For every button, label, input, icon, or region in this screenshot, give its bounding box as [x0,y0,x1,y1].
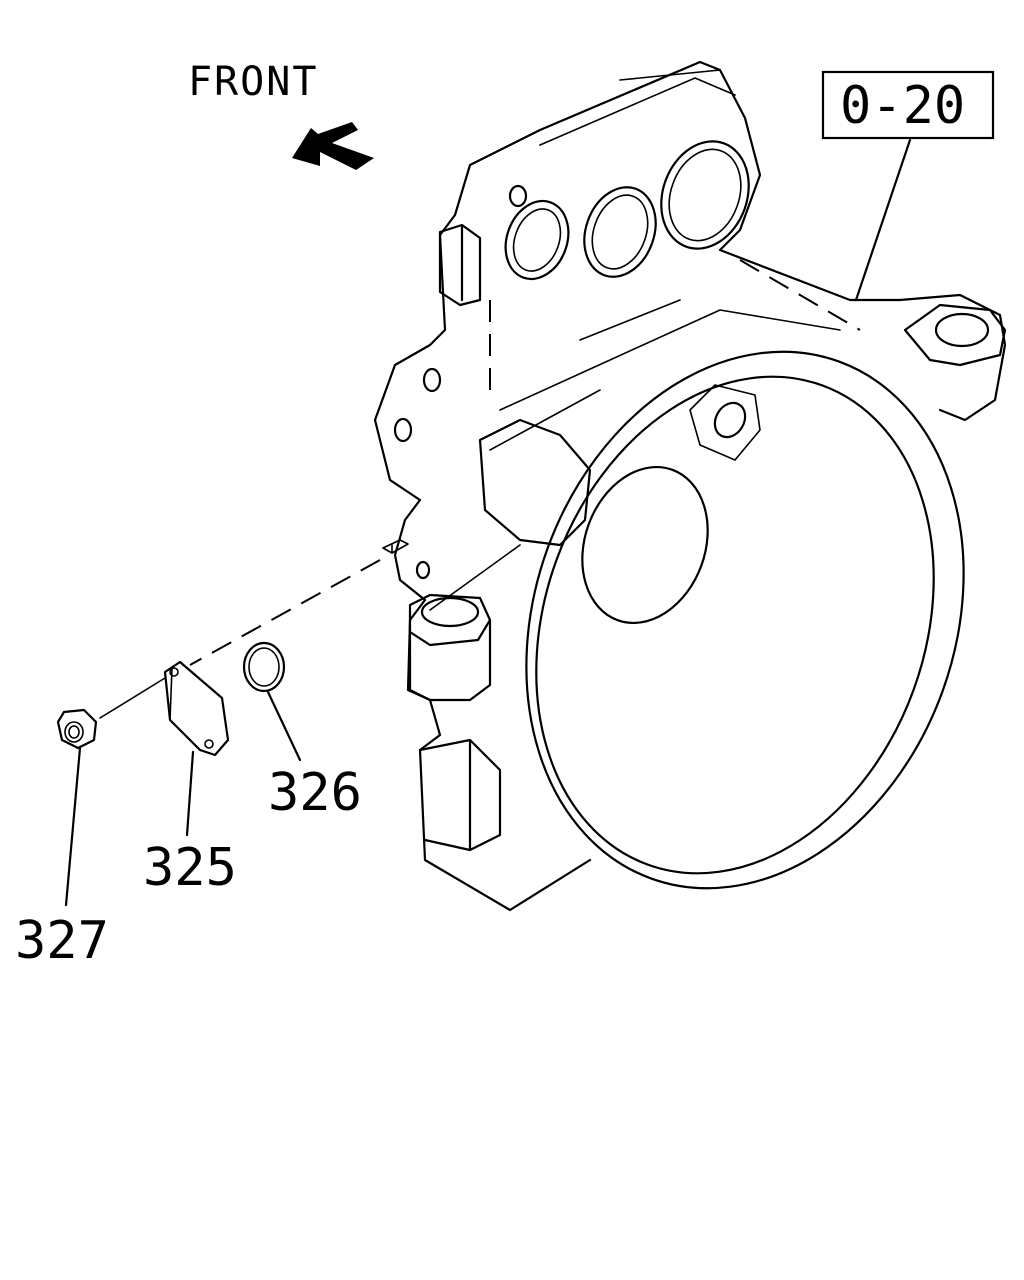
flange-hole-1 [508,184,528,208]
housing-left-flange [373,163,592,912]
nut-hex-outline [56,708,98,750]
cover-plate-edge [169,667,229,756]
assembly-axis [99,559,381,719]
housing-hidden-line-2 [739,259,861,331]
assembly-centerline-upper [189,559,381,666]
bell-inner-bore [581,465,709,625]
housing-lower-block [418,738,502,852]
front-label: FRONT [188,59,318,105]
bore-right-inner [668,148,742,242]
upper-boss-hole [713,401,747,439]
o-ring-part: 326 [242,641,362,823]
flange-tab [438,223,482,307]
flange-hole-2 [422,367,442,393]
cover-plate-part: 325 [143,660,237,898]
flange-hole-4 [415,560,431,580]
reference-box-frame [821,70,995,140]
reference-leader-line [854,138,912,302]
o-ring-inner [248,647,280,687]
bore-middle-inner [591,194,649,270]
callout-327: 327 [15,911,109,971]
cover-plate-hole-bottom [204,739,214,749]
reference-box-label: 0-20 [840,76,965,136]
bore-left [504,199,570,281]
bell-housing-outer-ring [525,350,965,890]
nut-part: 327 [15,708,109,971]
o-ring-leader-line [266,690,302,762]
bell-housing-inner-ring [535,375,935,875]
foot-boss-hole [420,596,480,628]
flange-hole-3 [393,417,413,443]
housing-body-lines [429,299,841,611]
nut-bore [64,721,84,743]
front-arrow-icon [292,122,374,170]
dowel-pin [382,539,409,554]
reference-box: 0-20 [821,70,995,302]
cover-plate-leader-line [185,750,195,837]
housing-body-block [478,418,592,547]
nut-leader-line [64,746,82,907]
cover-plate-hole-top [169,667,179,677]
upper-boss [689,384,761,461]
callout-326: 326 [268,763,362,823]
bore-middle [583,186,657,278]
right-boss-hole [934,312,990,348]
o-ring-outer [242,641,286,693]
housing-top-flange-edge [539,69,736,146]
right-boss [903,303,1007,367]
assembly-centerline-lower [99,677,166,719]
front-indicator: FRONT [188,59,374,170]
housing-top-flange [468,60,1007,422]
lower-foot-boss [408,593,492,702]
nut-thread [68,725,80,739]
bore-right [660,140,750,250]
bore-left-inner [512,208,562,272]
callout-325: 325 [143,838,237,898]
flywheel-housing [373,60,1007,912]
